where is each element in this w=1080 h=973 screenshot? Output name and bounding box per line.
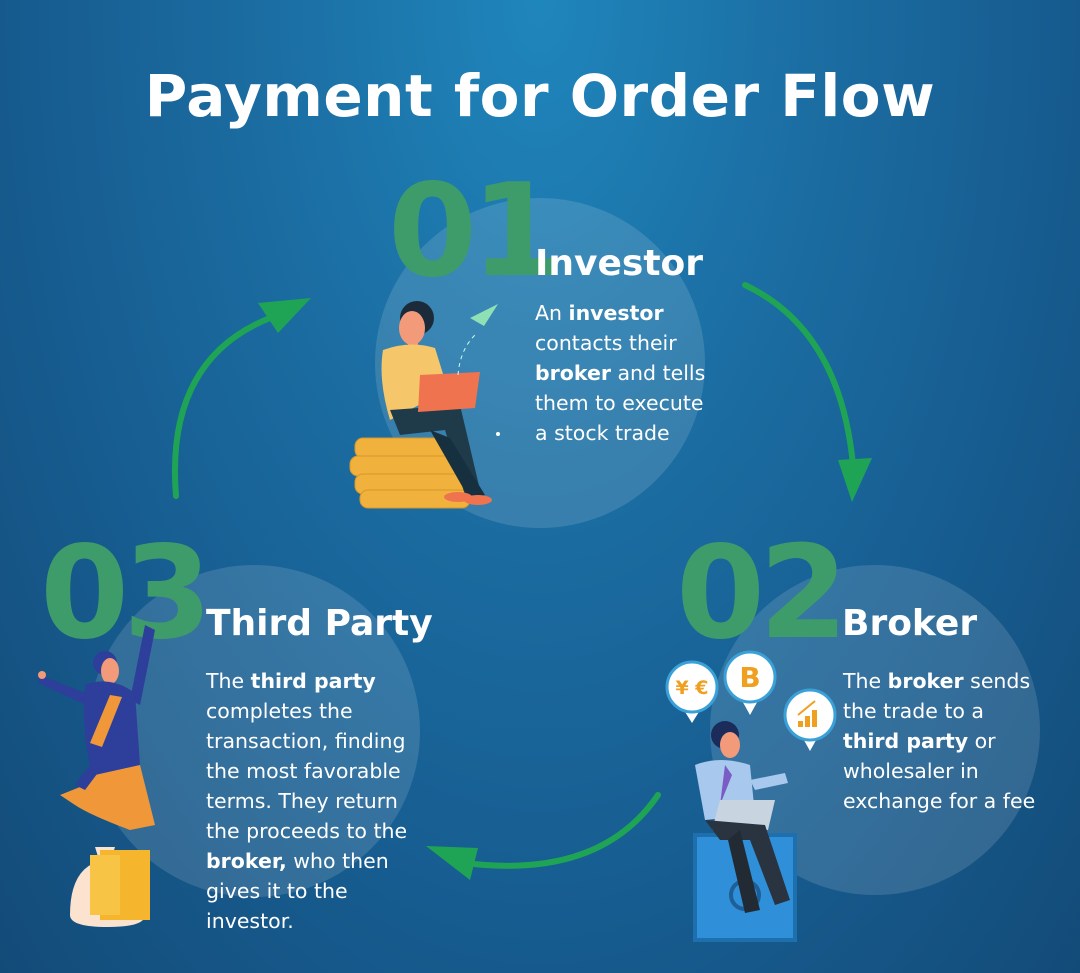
step-1-heading: Investor [535, 243, 704, 284]
coin-column-icon [90, 850, 150, 920]
svg-text:B: B [739, 661, 760, 694]
emphasis-text: investor [568, 301, 664, 325]
emphasis-text: broker [887, 669, 964, 693]
step-3-circle [88, 565, 420, 897]
body-text: contacts their [535, 331, 677, 355]
emphasis-text: broker, [206, 849, 287, 873]
bitcoin-icon: B [723, 650, 777, 715]
step-2-number: 02 [676, 519, 848, 668]
emphasis-text: third party [250, 669, 376, 693]
broker-illustration: ¥ € B [665, 650, 837, 942]
body-text: sends the trade to a [843, 669, 1031, 723]
body-text: An [535, 301, 569, 325]
coin-stack-icon [349, 437, 471, 509]
step-2-description: The broker sends the trade to a third pa… [843, 666, 1043, 816]
yen-euro-exchange-icon: ¥ € [665, 660, 719, 723]
step-3-number: 03 [40, 519, 212, 668]
body-text: or wholesaler in exchange for a fee [843, 729, 1036, 813]
step-3-heading: Third Party [206, 603, 433, 644]
step-1-number: 01 [388, 157, 560, 306]
investor-illustration [349, 301, 500, 509]
growth-chart-icon [783, 688, 837, 751]
body-text: and tells them to execute a stock trade [535, 361, 706, 445]
paper-plane-icon [470, 304, 498, 326]
body-text: The [206, 669, 251, 693]
body-text: completes the transaction, finding the m… [206, 699, 408, 843]
emphasis-text: broker [535, 361, 611, 385]
step-1-description: An investor contacts their broker and te… [535, 298, 720, 448]
body-text: The [843, 669, 888, 693]
step-3-description: The third party completes the transactio… [206, 666, 421, 936]
step-2-heading: Broker [842, 603, 978, 644]
svg-text:¥ €: ¥ € [675, 677, 708, 699]
page-title: Payment for Order Flow [144, 62, 936, 130]
third-party-illustration [38, 625, 155, 927]
emphasis-text: third party [843, 729, 969, 753]
body-text: who then gives it to the investor. [206, 849, 389, 933]
